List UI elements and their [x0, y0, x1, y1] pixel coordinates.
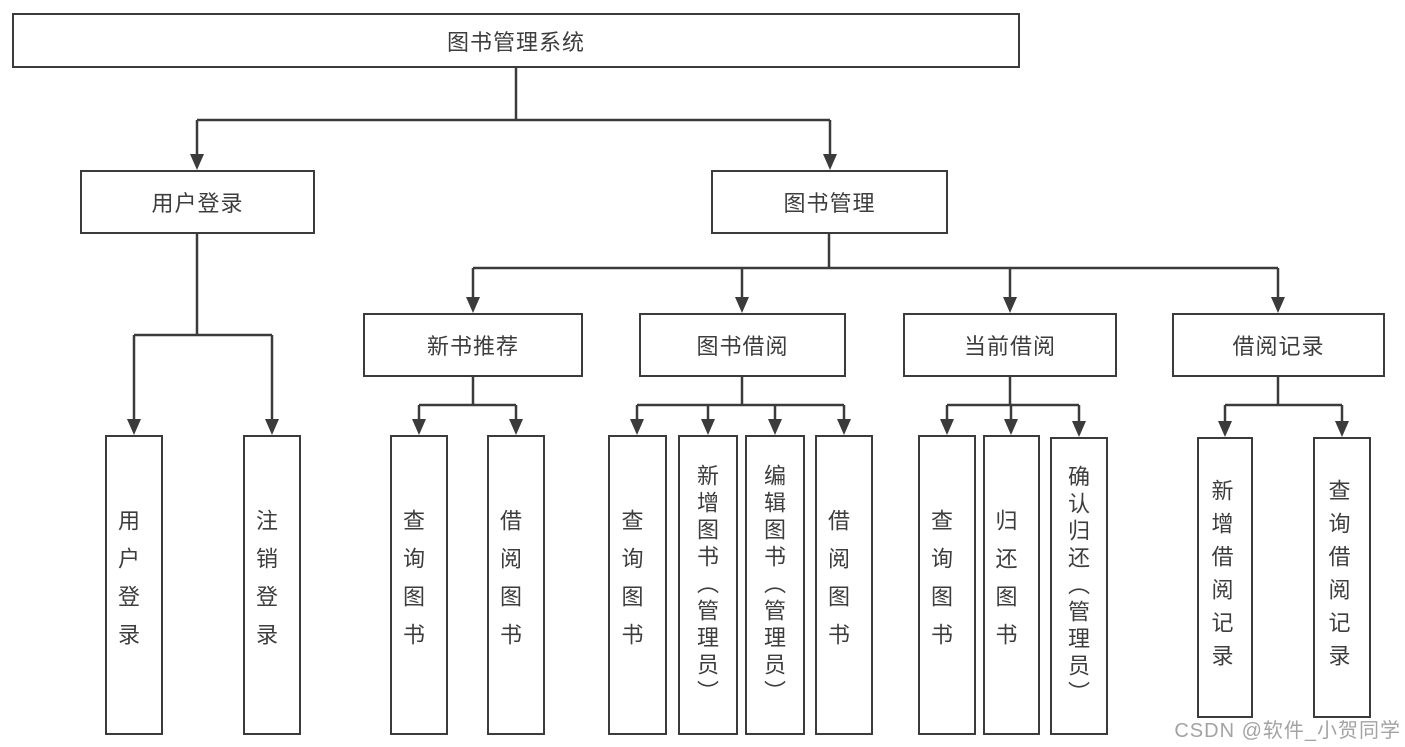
- leaf-query-book-recommend: 查询图书: [390, 435, 448, 735]
- node-label: 注销登录: [253, 509, 278, 661]
- leaf-query-book-borrow: 查询图书: [608, 435, 667, 735]
- arrowhead: [768, 419, 782, 435]
- arrowhead: [701, 419, 715, 435]
- node-book-management: 图书管理: [711, 170, 948, 234]
- node-label: 图书借阅: [696, 334, 789, 359]
- connector-root: [195, 68, 832, 157]
- node-label: 新增图书（管理员）: [694, 463, 719, 707]
- node-borrow-records: 借阅记录: [1172, 313, 1385, 377]
- node-library-management-system: 图书管理系统: [12, 13, 1020, 68]
- connector-current-borrow: [945, 377, 1081, 425]
- arrowhead: [466, 297, 480, 313]
- arrowhead: [837, 419, 851, 435]
- leaf-edit-book-admin: 编辑图书（管理员）: [745, 435, 805, 735]
- node-label: 新书推荐: [426, 334, 519, 359]
- arrowhead: [1003, 297, 1017, 313]
- csdn-watermark: CSDN @软件_小贺同学: [1174, 720, 1401, 742]
- leaf-add-borrow-record: 新增借阅记录: [1197, 437, 1253, 718]
- node-label: 新增借阅记录: [1208, 478, 1234, 677]
- leaf-query-borrow-record: 查询借阅记录: [1313, 437, 1371, 718]
- node-label: 图书管理系统: [446, 29, 585, 55]
- node-label: 用户登录: [115, 509, 140, 661]
- node-current-borrow: 当前借阅: [903, 313, 1117, 377]
- leaf-return-book: 归还图书: [983, 435, 1040, 735]
- node-label: 当前借阅: [963, 334, 1056, 359]
- connector-user-login: [132, 234, 274, 422]
- leaf-user-login: 用户登录: [105, 435, 163, 735]
- node-label: 图书管理: [783, 191, 876, 216]
- arrowhead: [735, 297, 749, 313]
- node-label: 查询图书: [400, 509, 425, 661]
- node-label: 用户登录: [151, 191, 244, 216]
- node-label: 借阅图书: [497, 509, 522, 661]
- arrowhead: [630, 419, 644, 435]
- arrowhead: [940, 419, 954, 435]
- node-label: 查询图书: [928, 509, 953, 661]
- node-label: 确认归还（管理员）: [1065, 464, 1090, 708]
- node-label: 编辑图书（管理员）: [761, 463, 786, 707]
- connector-borrow-records: [1223, 377, 1344, 425]
- node-user-login: 用户登录: [80, 170, 315, 234]
- arrowhead: [1335, 421, 1349, 437]
- leaf-query-book-current: 查询图书: [918, 435, 976, 735]
- arrowhead: [265, 419, 279, 435]
- arrowhead: [127, 419, 141, 435]
- leaf-add-book-admin: 新增图书（管理员）: [678, 435, 738, 735]
- node-label: 查询图书: [618, 509, 644, 661]
- connector-book-borrow: [635, 377, 846, 423]
- arrowhead: [1004, 419, 1018, 435]
- arrowhead: [190, 154, 204, 170]
- leaf-borrow-book-recommend: 借阅图书: [487, 435, 545, 735]
- arrowhead: [1271, 297, 1285, 313]
- arrowhead: [1218, 421, 1232, 437]
- node-book-borrow: 图书借阅: [639, 313, 846, 377]
- node-label: 借阅记录: [1232, 334, 1325, 359]
- arrowhead: [1072, 421, 1086, 437]
- node-new-book-recommend: 新书推荐: [363, 313, 583, 377]
- connector-book-management: [471, 234, 1280, 300]
- leaf-confirm-return-admin: 确认归还（管理员）: [1050, 437, 1108, 735]
- node-label: 查询借阅记录: [1325, 478, 1351, 677]
- connector-new-book: [417, 377, 518, 423]
- node-label: 归还图书: [992, 509, 1018, 661]
- arrowhead: [412, 419, 426, 435]
- leaf-logout: 注销登录: [243, 435, 301, 735]
- leaf-borrow-book: 借阅图书: [815, 435, 873, 735]
- arrowhead: [509, 419, 523, 435]
- arrowhead: [823, 154, 837, 170]
- node-label: 借阅图书: [825, 509, 850, 661]
